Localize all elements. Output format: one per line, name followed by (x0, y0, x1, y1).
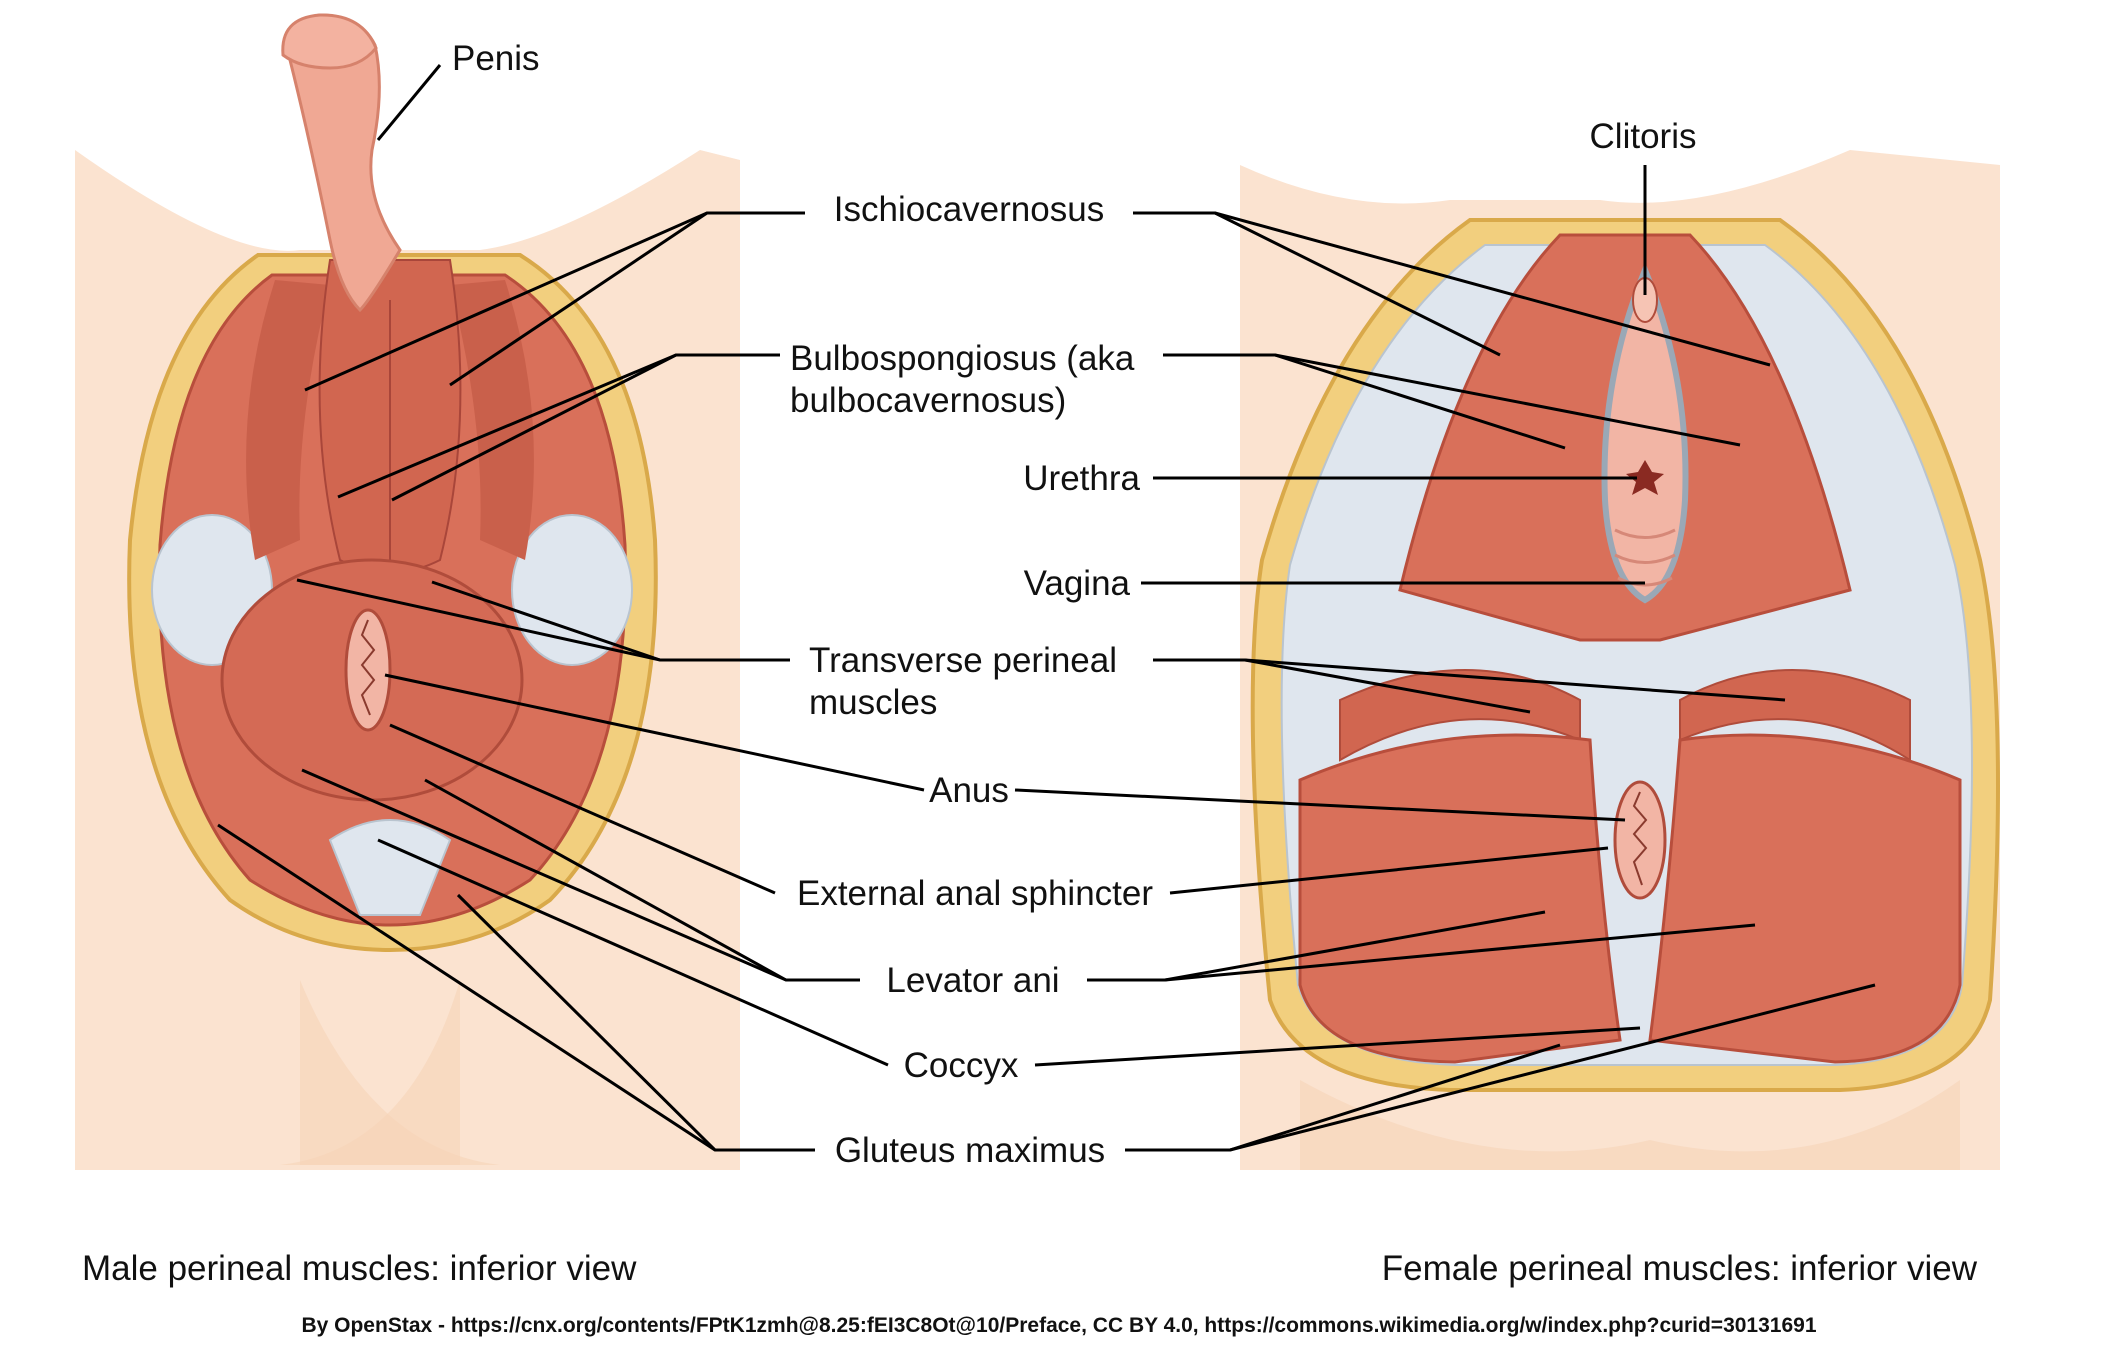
female-vestibule (1601, 262, 1689, 604)
caption-female: Female perineal muscles: inferior view (1382, 1249, 1978, 1288)
leader-bulbospongiosus-male-b (391, 353, 677, 502)
female-illustration (1240, 150, 2000, 1170)
label-ischiocavernosus: Ischiocavernosus (834, 190, 1104, 229)
male-ischiocavernosus-left (246, 280, 330, 560)
leader-gluteus-female-b (1229, 983, 1876, 1152)
label-clitoris: Clitoris (1590, 117, 1697, 156)
credit-line: By OpenStax - https://cnx.org/contents/F… (301, 1314, 1816, 1337)
male-ischiocavernosus-right (450, 280, 534, 560)
female-levator-right (1648, 733, 1962, 1064)
leader-lines (217, 64, 1876, 1152)
label-coccyx: Coccyx (904, 1046, 1019, 1085)
leader-levator-female-b (1164, 923, 1756, 982)
label-gluteus-maximus: Gluteus maximus (835, 1131, 1105, 1170)
label-external-anal-sphincter: External anal sphincter (797, 874, 1153, 913)
male-anus-folds (360, 619, 376, 716)
leader-levator-male-b (424, 778, 787, 982)
leader-penis (376, 64, 442, 141)
label-transverse-2: muscles (809, 683, 937, 722)
label-penis: Penis (452, 39, 540, 78)
male-coccyx-fascia (328, 819, 452, 916)
female-lower-crease (1300, 1080, 1960, 1170)
male-buttock-crease-right (280, 980, 460, 1165)
leader-gluteus-male-b (456, 893, 717, 1152)
leader-anus-female (1014, 788, 1626, 822)
label-anus: Anus (929, 771, 1009, 810)
male-penis (287, 13, 402, 313)
label-levator-ani: Levator ani (886, 961, 1059, 1000)
labels: Penis Clitoris Ischiocavernosus Bulbospo… (452, 39, 1696, 1170)
label-bulbospongiosus-1: Bulbospongiosus (aka (790, 339, 1135, 378)
female-anus-folds (1632, 791, 1648, 886)
male-illustration (75, 13, 740, 1170)
male-anus (344, 608, 392, 732)
leader-ischiocavernosus-male-b (449, 211, 708, 387)
leader-sphincter-female (1169, 846, 1609, 895)
male-glans (281, 13, 378, 70)
label-vagina: Vagina (1024, 564, 1131, 603)
leader-sphincter-male (389, 723, 776, 895)
female-urethra (1626, 460, 1664, 495)
label-bulbospongiosus-2: bulbocavernosus) (790, 381, 1066, 420)
leader-anus-male (384, 673, 925, 792)
caption-male: Male perineal muscles: inferior view (82, 1249, 637, 1288)
label-transverse-1: Transverse perineal (809, 641, 1117, 680)
leader-ischiocavernosus-female-b (1214, 211, 1771, 367)
leader-coccyx-male (377, 838, 889, 1067)
leader-bulbospongiosus-female-b (1274, 353, 1741, 447)
female-levator-left (1298, 733, 1622, 1064)
leader-transverse-male-b (431, 580, 661, 662)
label-urethra: Urethra (1023, 459, 1140, 498)
leader-transverse-female-b (1244, 658, 1786, 702)
female-vaginal-folds (1614, 528, 1676, 587)
male-buttock-crease (300, 980, 500, 1165)
male-fascia-right (511, 514, 633, 666)
leader-coccyx-female (1034, 1026, 1641, 1067)
